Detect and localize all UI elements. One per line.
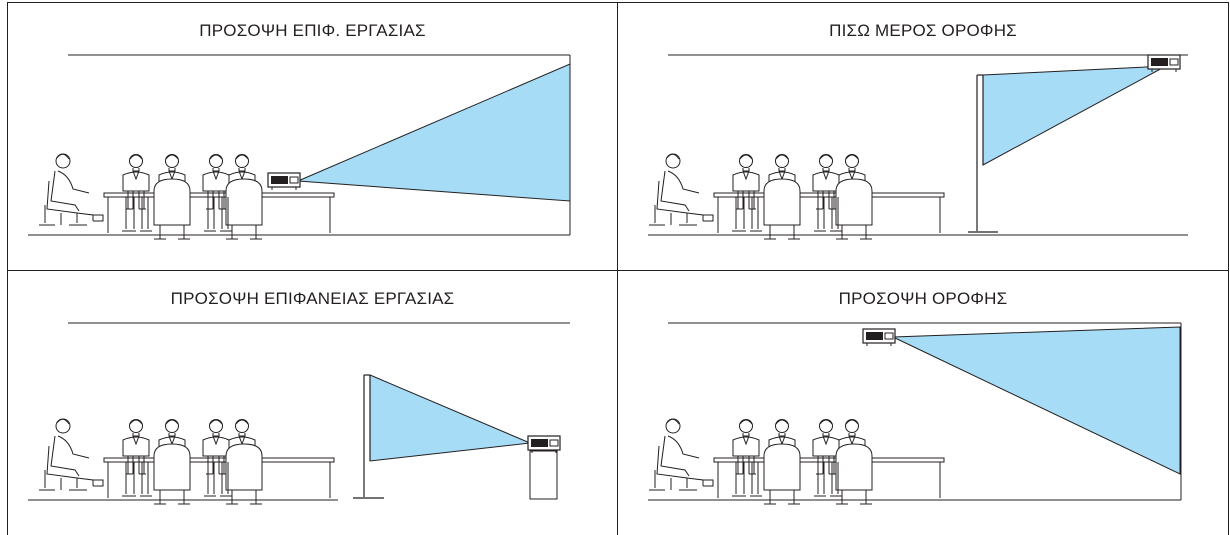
screen-stand	[353, 374, 384, 499]
panel-title: ΠΡΟΣΟΨΗ ΕΠΙΦΑΝΕΙΑΣ ΕΡΓΑΣΙΑΣ	[170, 289, 455, 308]
audience	[39, 419, 334, 504]
projector	[1147, 54, 1181, 73]
panel-ceiling-rear: ΠΙΣΩ ΜΕΡΟΣ ΟΡΟΦΗΣ	[618, 3, 1228, 270]
projector	[267, 172, 301, 191]
frame-middle-horizontal	[7, 270, 1229, 271]
projector	[862, 328, 896, 347]
audience	[649, 154, 944, 239]
ceiling-rear-scene	[648, 54, 1188, 270]
screen-stand	[968, 74, 998, 233]
panel-ceiling-front: ΠΡΟΣΟΨΗ ΟΡΟΦΗΣ	[618, 271, 1228, 535]
frame-top	[7, 2, 1229, 3]
desk-rear-scene	[28, 322, 570, 535]
panel-title: ΠΡΟΣΟΨΗ ΟΡΟΦΗΣ	[838, 289, 1008, 308]
panel-title: ΠΙΣΩ ΜΕΡΟΣ ΟΡΟΦΗΣ	[829, 21, 1017, 40]
projector-stand	[529, 450, 558, 500]
projection-beam	[297, 63, 571, 202]
desk-front-scene	[28, 54, 571, 270]
panel-title: ΠΡΟΣΟΨΗ ΕΠΙΦ. ΕΡΓΑΣΙΑΣ	[199, 21, 426, 40]
audience	[649, 419, 944, 504]
panel-desk-rear: ΠΡΟΣΟΨΗ ΕΠΙΦΑΝΕΙΑΣ ΕΡΓΑΣΙΑΣ	[8, 271, 617, 535]
panel-desk-front: ΠΡΟΣΟΨΗ ΕΠΙΦ. ΕΡΓΑΣΙΑΣ	[8, 3, 617, 270]
ceiling-front-scene	[648, 322, 1182, 535]
frame-middle-vertical	[617, 2, 618, 535]
frame-right	[1228, 2, 1229, 535]
audience	[39, 154, 334, 239]
projector	[527, 435, 561, 454]
projection-beam	[369, 374, 532, 462]
projection-beam	[982, 65, 1167, 166]
projection-beam	[892, 326, 1181, 475]
frame-left	[7, 2, 8, 535]
